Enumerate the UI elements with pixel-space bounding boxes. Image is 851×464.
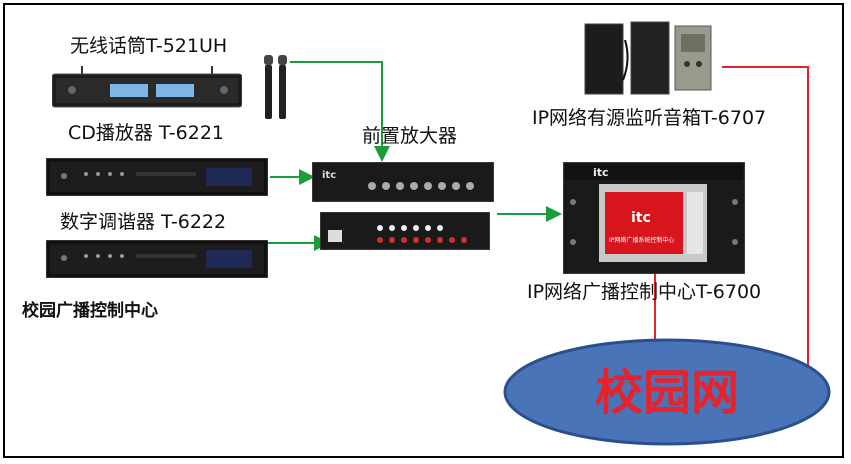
controller-screen-brand: itc	[631, 210, 651, 226]
cd-player-icon	[46, 158, 268, 196]
controller-brand: itc	[593, 166, 609, 179]
wireless-receiver-icon	[52, 66, 242, 108]
tuner-label: 数字调谐器 T-6222	[60, 211, 227, 233]
campus-network-cloud: 校园网	[503, 338, 831, 446]
mic-label: 无线话筒T-521UH	[70, 35, 228, 57]
preamp-label: 前置放大器	[362, 125, 458, 147]
cd-player-label: CD播放器 T-6221	[68, 122, 225, 144]
preamp-brand: itc	[322, 170, 336, 181]
wire-speaker-to-network	[722, 66, 809, 368]
monitor-speakers-icon	[584, 21, 712, 95]
digital-tuner-icon	[46, 240, 268, 278]
wire-mic-to-preamp	[290, 61, 390, 162]
handheld-microphones-icon	[264, 55, 287, 119]
diagram-frame	[3, 3, 844, 458]
controller-label: IP网络广播控制中心T-6700	[527, 281, 762, 303]
network-label: 校园网	[595, 365, 739, 421]
controller-screen-text: IP网络广播系统控制中心	[609, 236, 674, 244]
ip-controller-icon: itc itc IP网络广播系统控制中心	[563, 162, 745, 274]
speaker-label: IP网络有源监听音箱T-6707	[532, 107, 767, 129]
preamp-rear-icon	[320, 212, 490, 250]
control-center-label: 校园广播控制中心	[22, 301, 158, 321]
preamp-front-icon: itc	[312, 162, 494, 202]
